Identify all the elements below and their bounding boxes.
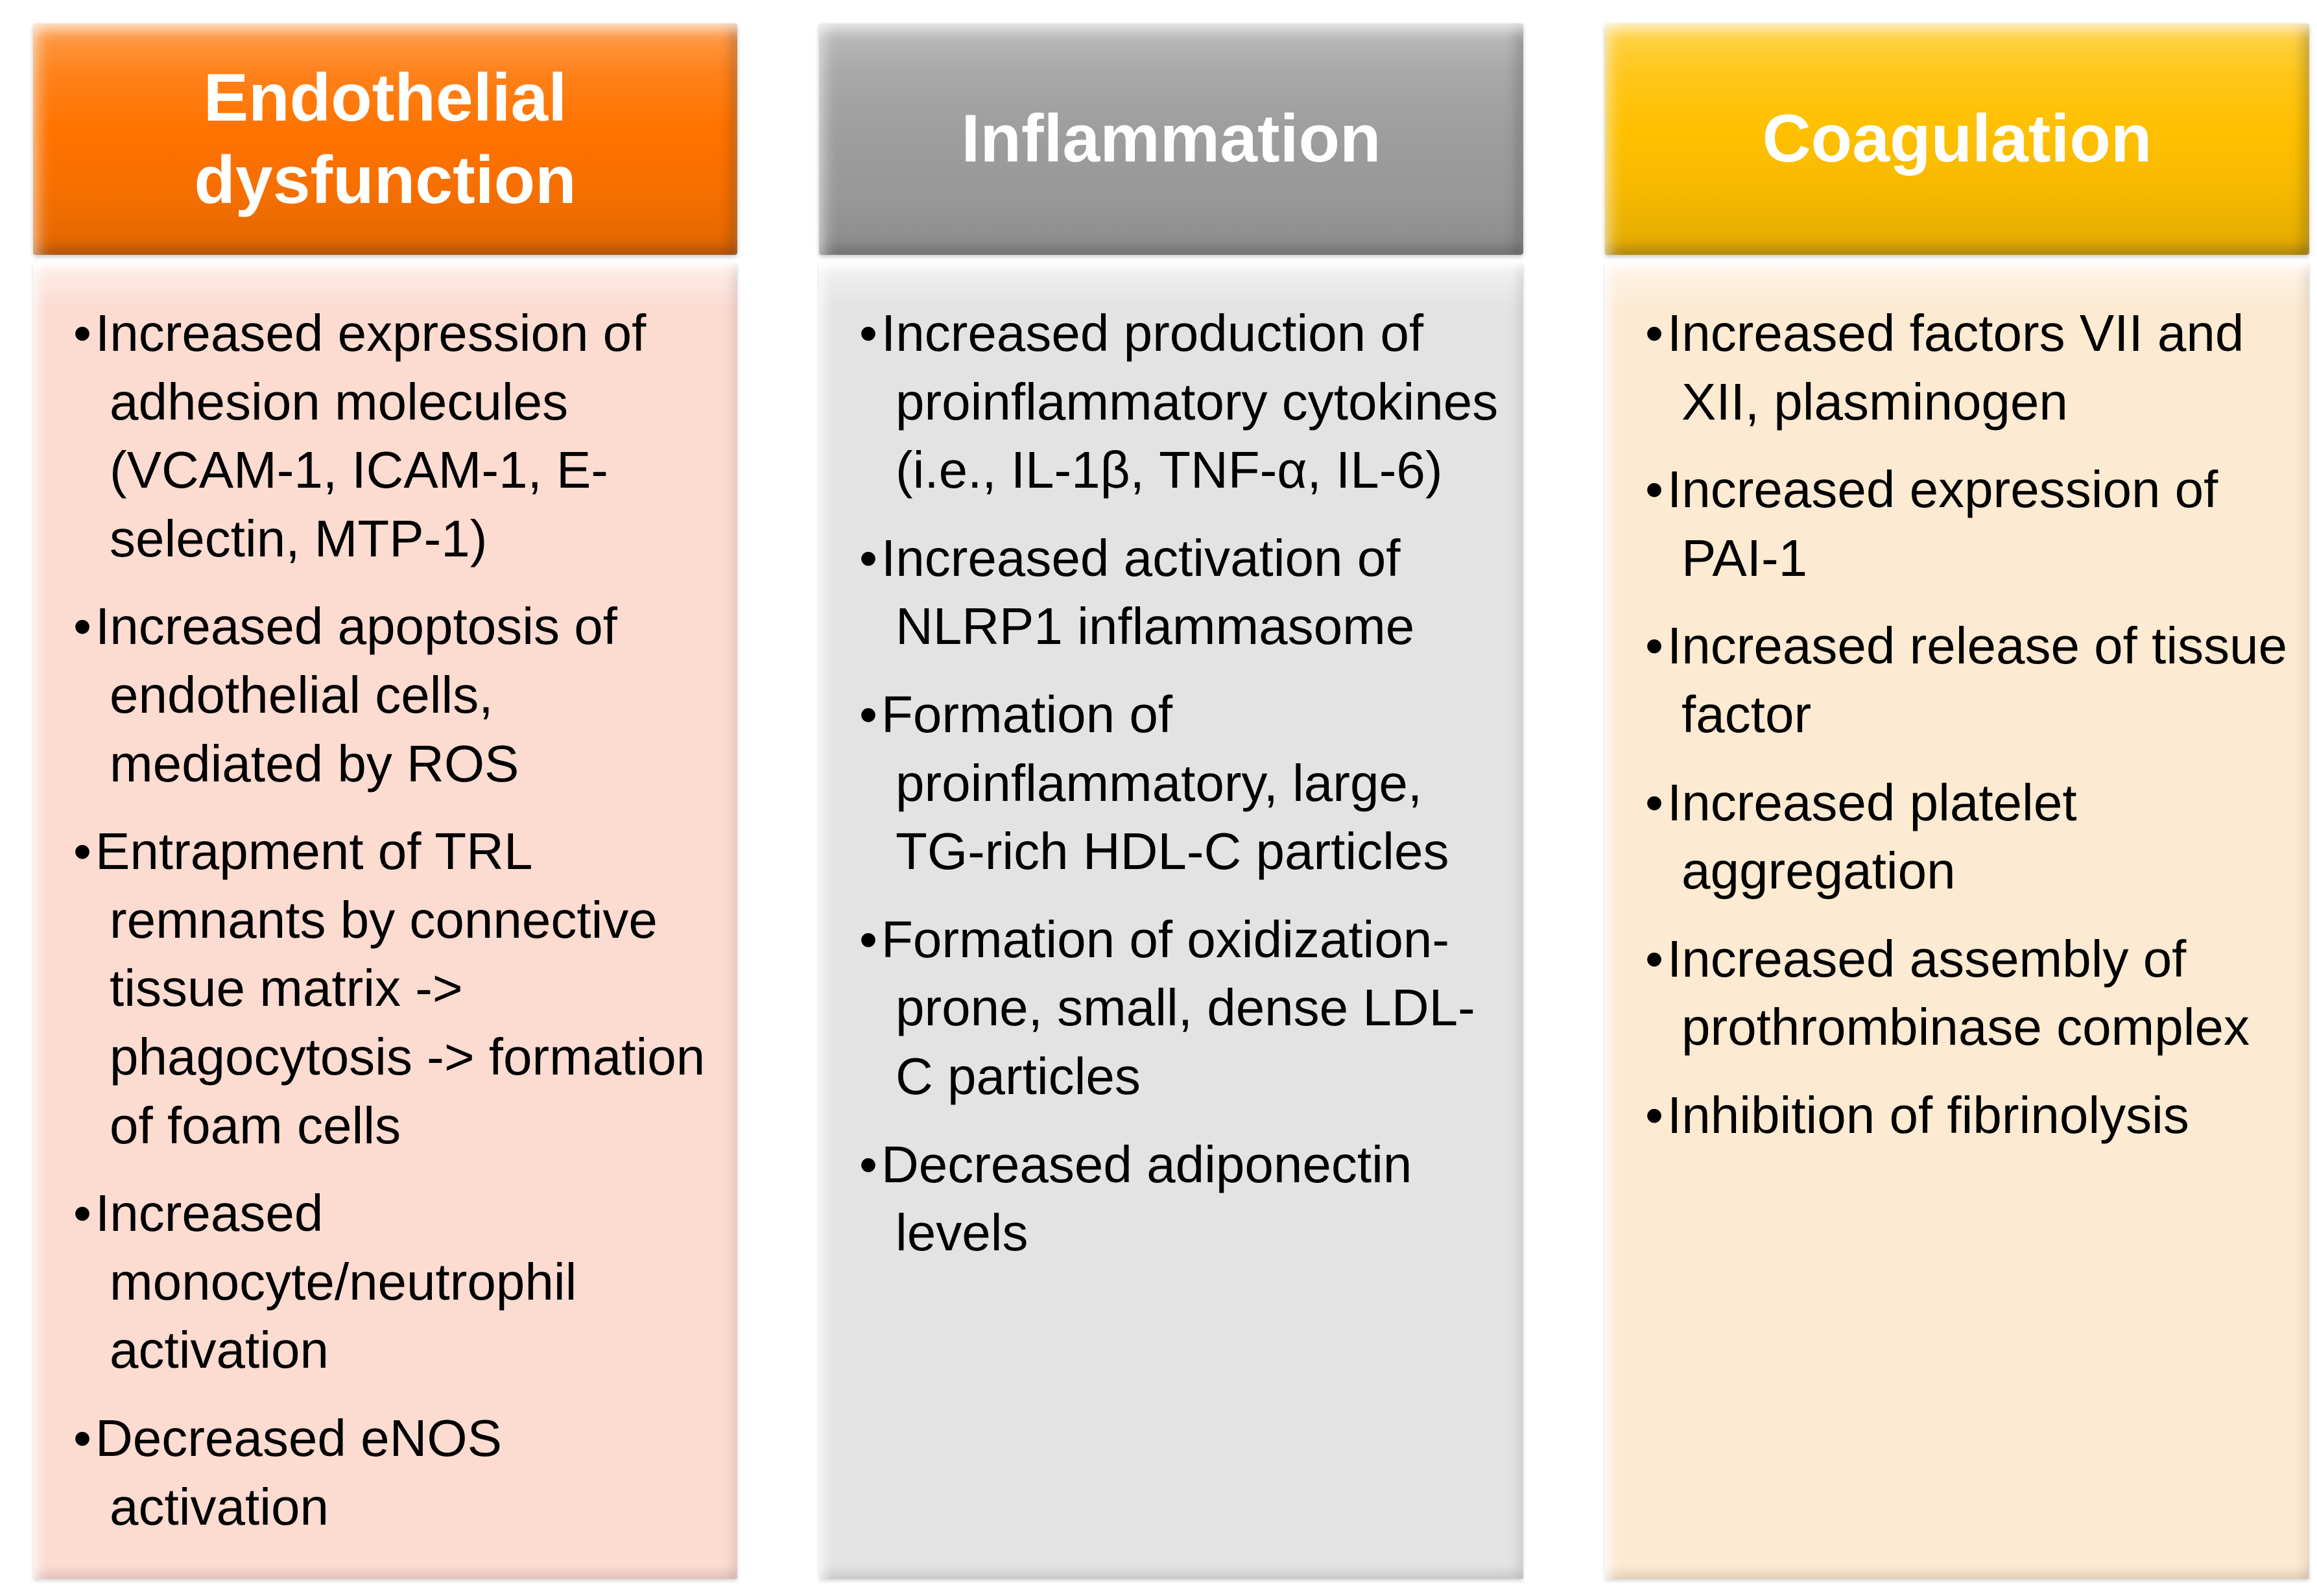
- bullet-marker-icon: •: [859, 1135, 878, 1193]
- bullet-item: •Increased assembly of prothrombinase co…: [1645, 925, 2292, 1062]
- bullet-text: Increased monocyte/neutrophil activation: [95, 1184, 577, 1379]
- bullet-marker-icon: •: [1645, 1086, 1664, 1144]
- bullet-marker-icon: •: [73, 1184, 92, 1243]
- bullet-marker-icon: •: [1645, 460, 1664, 519]
- bullet-marker-icon: •: [1645, 929, 1664, 988]
- bullet-item: •Increased activation of NLRP1 inflammas…: [859, 524, 1506, 661]
- bullet-marker-icon: •: [73, 304, 92, 362]
- bullet-item: •Inhibition of fibrinolysis: [1645, 1081, 2292, 1150]
- bullet-marker-icon: •: [1645, 773, 1664, 831]
- bullet-text: Increased expression of adhesion molecul…: [95, 304, 647, 567]
- bullet-item: •Entrapment of TRL remnants by connectiv…: [73, 817, 720, 1160]
- bullet-text: Formation of proinflammatory, large, TG-…: [881, 685, 1449, 881]
- bullet-text: Increased platelet aggregation: [1667, 773, 2077, 900]
- bullet-text: Formation of oxidization-prone, small, d…: [881, 910, 1475, 1105]
- bullet-item: •Increased factors VII and XII, plasmino…: [1645, 299, 2292, 436]
- column-inflammation: Inflammation •Increased production of pr…: [819, 23, 1523, 1579]
- bullet-text: Increased factors VII and XII, plasminog…: [1667, 304, 2244, 431]
- column-header-label: Coagulation: [1762, 101, 2152, 177]
- column-header-endothelial-dysfunction: Endothelial dysfunction: [33, 23, 737, 255]
- bullet-item: •Formation of oxidization-prone, small, …: [859, 905, 1506, 1111]
- column-body-inflammation: •Increased production of proinflammatory…: [819, 263, 1523, 1579]
- column-body-endothelial-dysfunction: •Increased expression of adhesion molecu…: [33, 263, 737, 1579]
- bullet-text: Increased activation of NLRP1 inflammaso…: [881, 529, 1415, 656]
- bullet-marker-icon: •: [859, 304, 878, 362]
- bullet-item: •Increased apoptosis of endothelial cell…: [73, 592, 720, 798]
- bullet-text: Inhibition of fibrinolysis: [1667, 1086, 2189, 1144]
- bullet-item: •Increased release of tissue factor: [1645, 612, 2292, 748]
- bullet-text: Decreased eNOS activation: [95, 1409, 502, 1536]
- bullet-item: •Increased expression of adhesion molecu…: [73, 299, 720, 573]
- bullet-text: Entrapment of TRL remnants by connective…: [95, 822, 706, 1154]
- bullet-text: Increased apoptosis of endothelial cells…: [95, 597, 617, 792]
- bullet-item: •Increased expression of PAI-1: [1645, 455, 2292, 592]
- bullet-text: Increased assembly of prothrombinase com…: [1667, 929, 2250, 1056]
- bullet-text: Increased release of tissue factor: [1667, 617, 2288, 743]
- bullet-marker-icon: •: [73, 597, 92, 656]
- bullet-marker-icon: •: [73, 822, 92, 881]
- column-header-inflammation: Inflammation: [819, 23, 1523, 255]
- column-coagulation: Coagulation •Increased factors VII and X…: [1605, 23, 2309, 1579]
- column-header-label: Endothelial dysfunction: [194, 60, 576, 218]
- bullet-text: Increased expression of PAI-1: [1667, 460, 2218, 587]
- bullet-item: •Decreased adiponectin levels: [859, 1130, 1506, 1267]
- bullet-text: Decreased adiponectin levels: [881, 1135, 1412, 1262]
- column-header-coagulation: Coagulation: [1605, 23, 2309, 255]
- bullet-marker-icon: •: [859, 529, 878, 587]
- bullet-marker-icon: •: [73, 1409, 92, 1467]
- bullet-marker-icon: •: [859, 685, 878, 743]
- bullet-item: •Decreased eNOS activation: [73, 1404, 720, 1541]
- bullet-item: •Increased platelet aggregation: [1645, 768, 2292, 905]
- bullet-marker-icon: •: [1645, 617, 1664, 675]
- column-header-label: Inflammation: [961, 101, 1381, 177]
- bullet-item: •Increased production of proinflammatory…: [859, 299, 1506, 505]
- bullet-item: •Formation of proinflammatory, large, TG…: [859, 680, 1506, 886]
- bullet-marker-icon: •: [859, 910, 878, 968]
- column-endothelial-dysfunction: Endothelial dysfunction •Increased expre…: [33, 23, 737, 1579]
- bullet-item: •Increased monocyte/neutrophil activatio…: [73, 1179, 720, 1385]
- bullet-marker-icon: •: [1645, 304, 1664, 362]
- bullet-text: Increased production of proinflammatory …: [881, 304, 1499, 499]
- column-body-coagulation: •Increased factors VII and XII, plasmino…: [1605, 263, 2309, 1579]
